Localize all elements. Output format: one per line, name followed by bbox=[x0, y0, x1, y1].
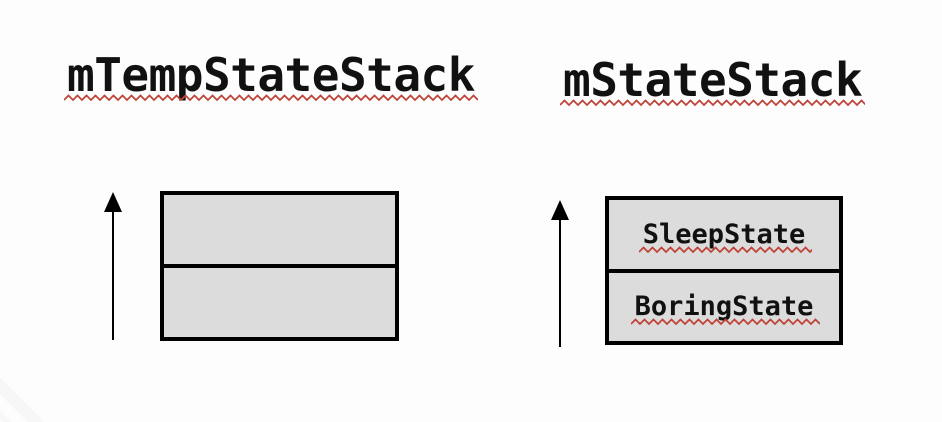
arrow-head bbox=[104, 192, 122, 212]
temp-stack-title: mTempStateStack bbox=[64, 48, 478, 102]
main-stack-title-text: mStateStack bbox=[563, 53, 863, 107]
temp-stack-title-text: mTempStateStack bbox=[67, 48, 475, 102]
squiggle-underline-icon bbox=[630, 318, 820, 326]
main-stack-box: SleepState BoringState bbox=[605, 196, 843, 345]
up-arrow-icon bbox=[104, 192, 122, 340]
arrow-shaft bbox=[112, 212, 114, 340]
cell-label: BoringState bbox=[630, 291, 820, 326]
stack-cell bbox=[164, 268, 395, 337]
cell-label: SleepState bbox=[638, 218, 812, 254]
cell-label-text: BoringState bbox=[634, 291, 814, 323]
stack-cell: SleepState bbox=[609, 200, 839, 273]
stack-cell: BoringState bbox=[609, 273, 839, 342]
temp-stack-box bbox=[160, 191, 399, 341]
cell-label-text: SleepState bbox=[642, 218, 806, 250]
arrow-shaft bbox=[559, 220, 561, 347]
main-stack-title: mStateStack bbox=[560, 53, 865, 107]
stack-cell bbox=[164, 195, 395, 268]
arrow-head bbox=[551, 200, 569, 220]
up-arrow-icon bbox=[551, 200, 569, 347]
squiggle-underline-icon bbox=[638, 245, 812, 254]
squiggle-underline-icon bbox=[560, 99, 865, 107]
squiggle-underline-icon bbox=[64, 94, 478, 102]
watermark-line bbox=[0, 354, 96, 422]
